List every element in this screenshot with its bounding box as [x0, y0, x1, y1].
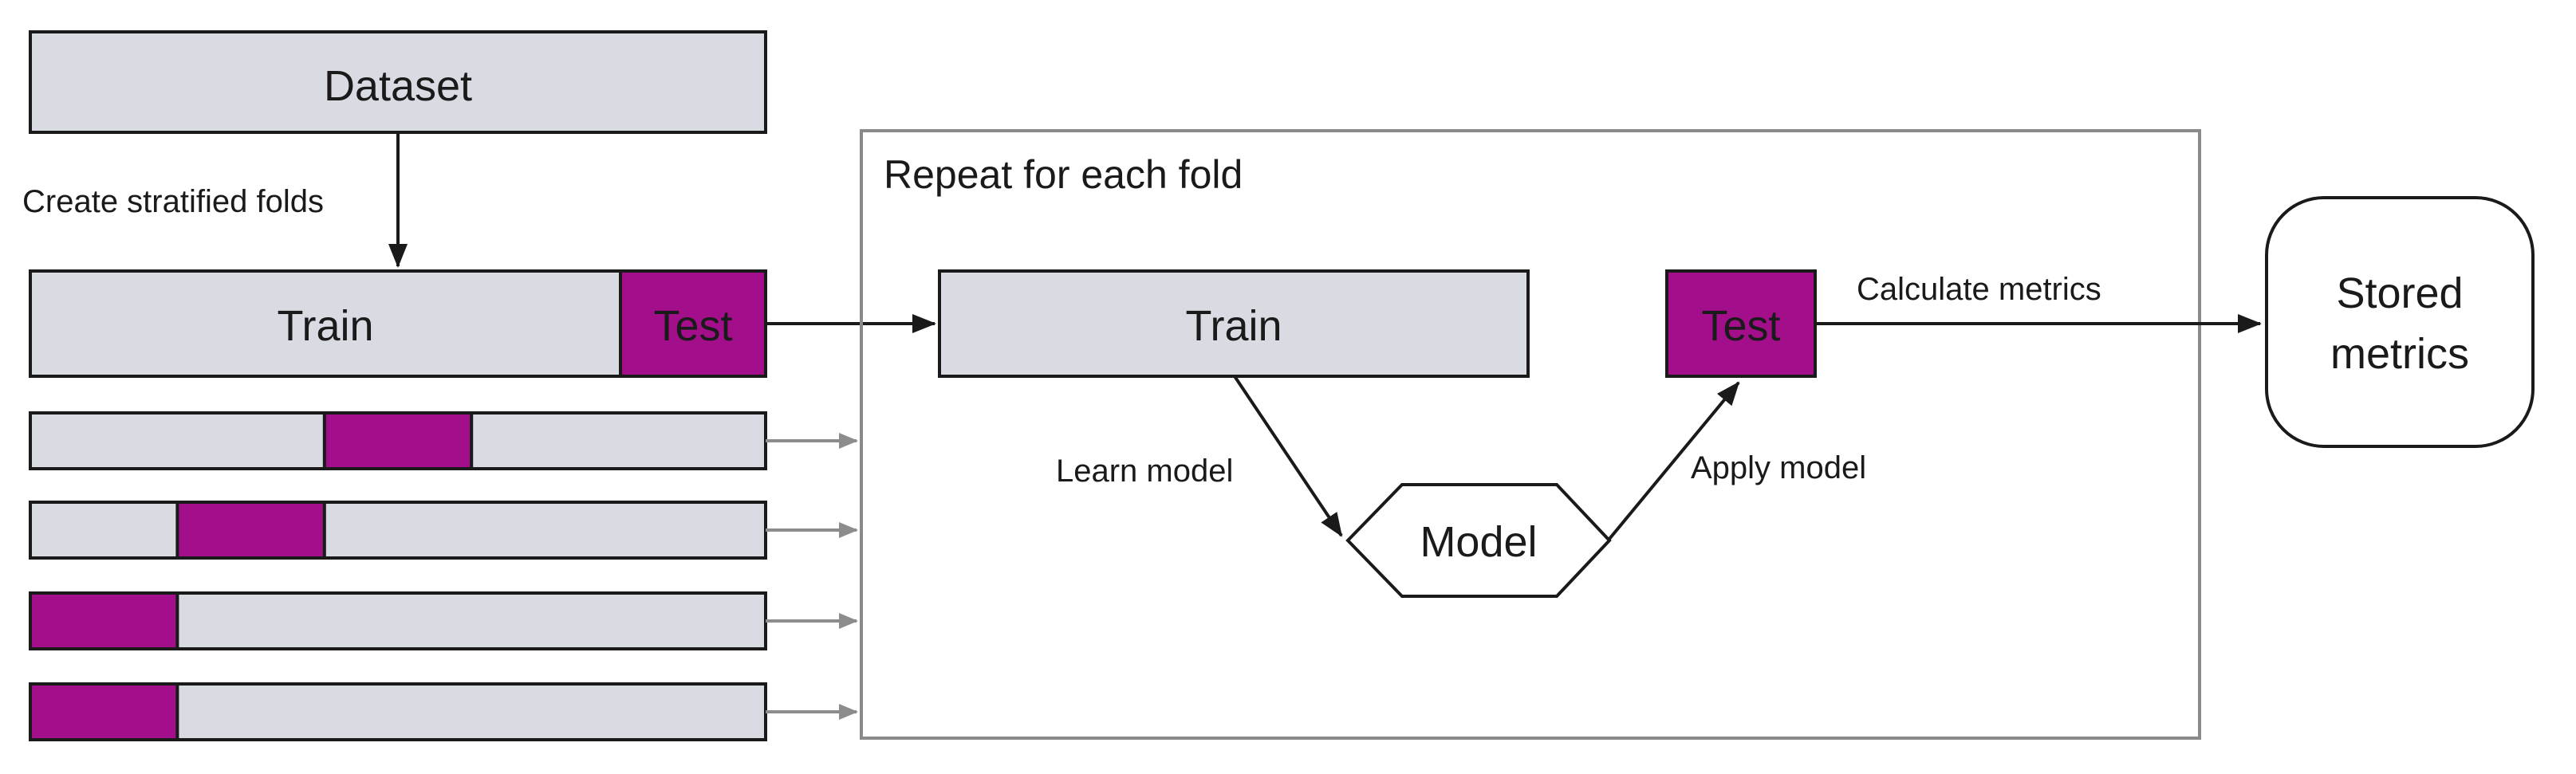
model-label: Model — [1420, 518, 1537, 566]
fold-bar-train-segment — [29, 501, 767, 560]
first-fold: Train Test — [29, 269, 767, 378]
fold-bar-5 — [29, 682, 858, 741]
inner-train-node: Train — [938, 269, 1530, 378]
first-fold-test-box — [619, 269, 767, 378]
fold-bar-test-segment — [322, 411, 474, 470]
inner-train-box — [938, 269, 1530, 378]
inner-test-node: Test — [1665, 269, 1817, 378]
model-hexagon — [1345, 483, 1612, 598]
repeat-frame: Repeat for each fold — [860, 129, 2201, 740]
repeat-label: Repeat for each fold — [884, 152, 1243, 197]
fold-bar-4 — [29, 591, 858, 650]
first-fold-test-label: Test — [653, 302, 732, 350]
dataset-node: Dataset — [29, 30, 767, 134]
dataset-box — [29, 30, 767, 134]
calculate-metrics-label: Calculate metrics — [1857, 272, 2101, 307]
first-fold-train-label: Train — [277, 302, 373, 350]
fold-bar-test-segment — [29, 591, 179, 650]
fold-bars — [29, 411, 858, 741]
fold-bar-2 — [29, 411, 858, 470]
learn-model-arrow — [1233, 375, 1343, 537]
inner-test-label: Test — [1701, 302, 1780, 350]
fold-bar-test-segment — [29, 682, 179, 741]
apply-model-label: Apply model — [1691, 450, 1866, 485]
fold-bar-3 — [29, 501, 858, 560]
inner-test-box — [1665, 269, 1817, 378]
inner-train-label: Train — [1185, 302, 1282, 350]
apply-model-arrow — [1608, 381, 1740, 540]
model-node: Model — [1345, 483, 1612, 598]
stored-metrics-node: Stored metrics — [2265, 196, 2535, 448]
create-folds-label: Create stratified folds — [22, 184, 324, 219]
repeat-frame-box — [860, 129, 2201, 740]
learn-model-label: Learn model — [1056, 454, 1233, 489]
stored-metrics-line1: Stored — [2336, 269, 2463, 317]
dataset-label: Dataset — [324, 62, 472, 110]
stored-metrics-line2: metrics — [2330, 330, 2469, 378]
fold-bar-test-segment — [175, 501, 326, 560]
stored-metrics-box — [2265, 196, 2535, 448]
first-fold-train-box — [29, 269, 622, 378]
